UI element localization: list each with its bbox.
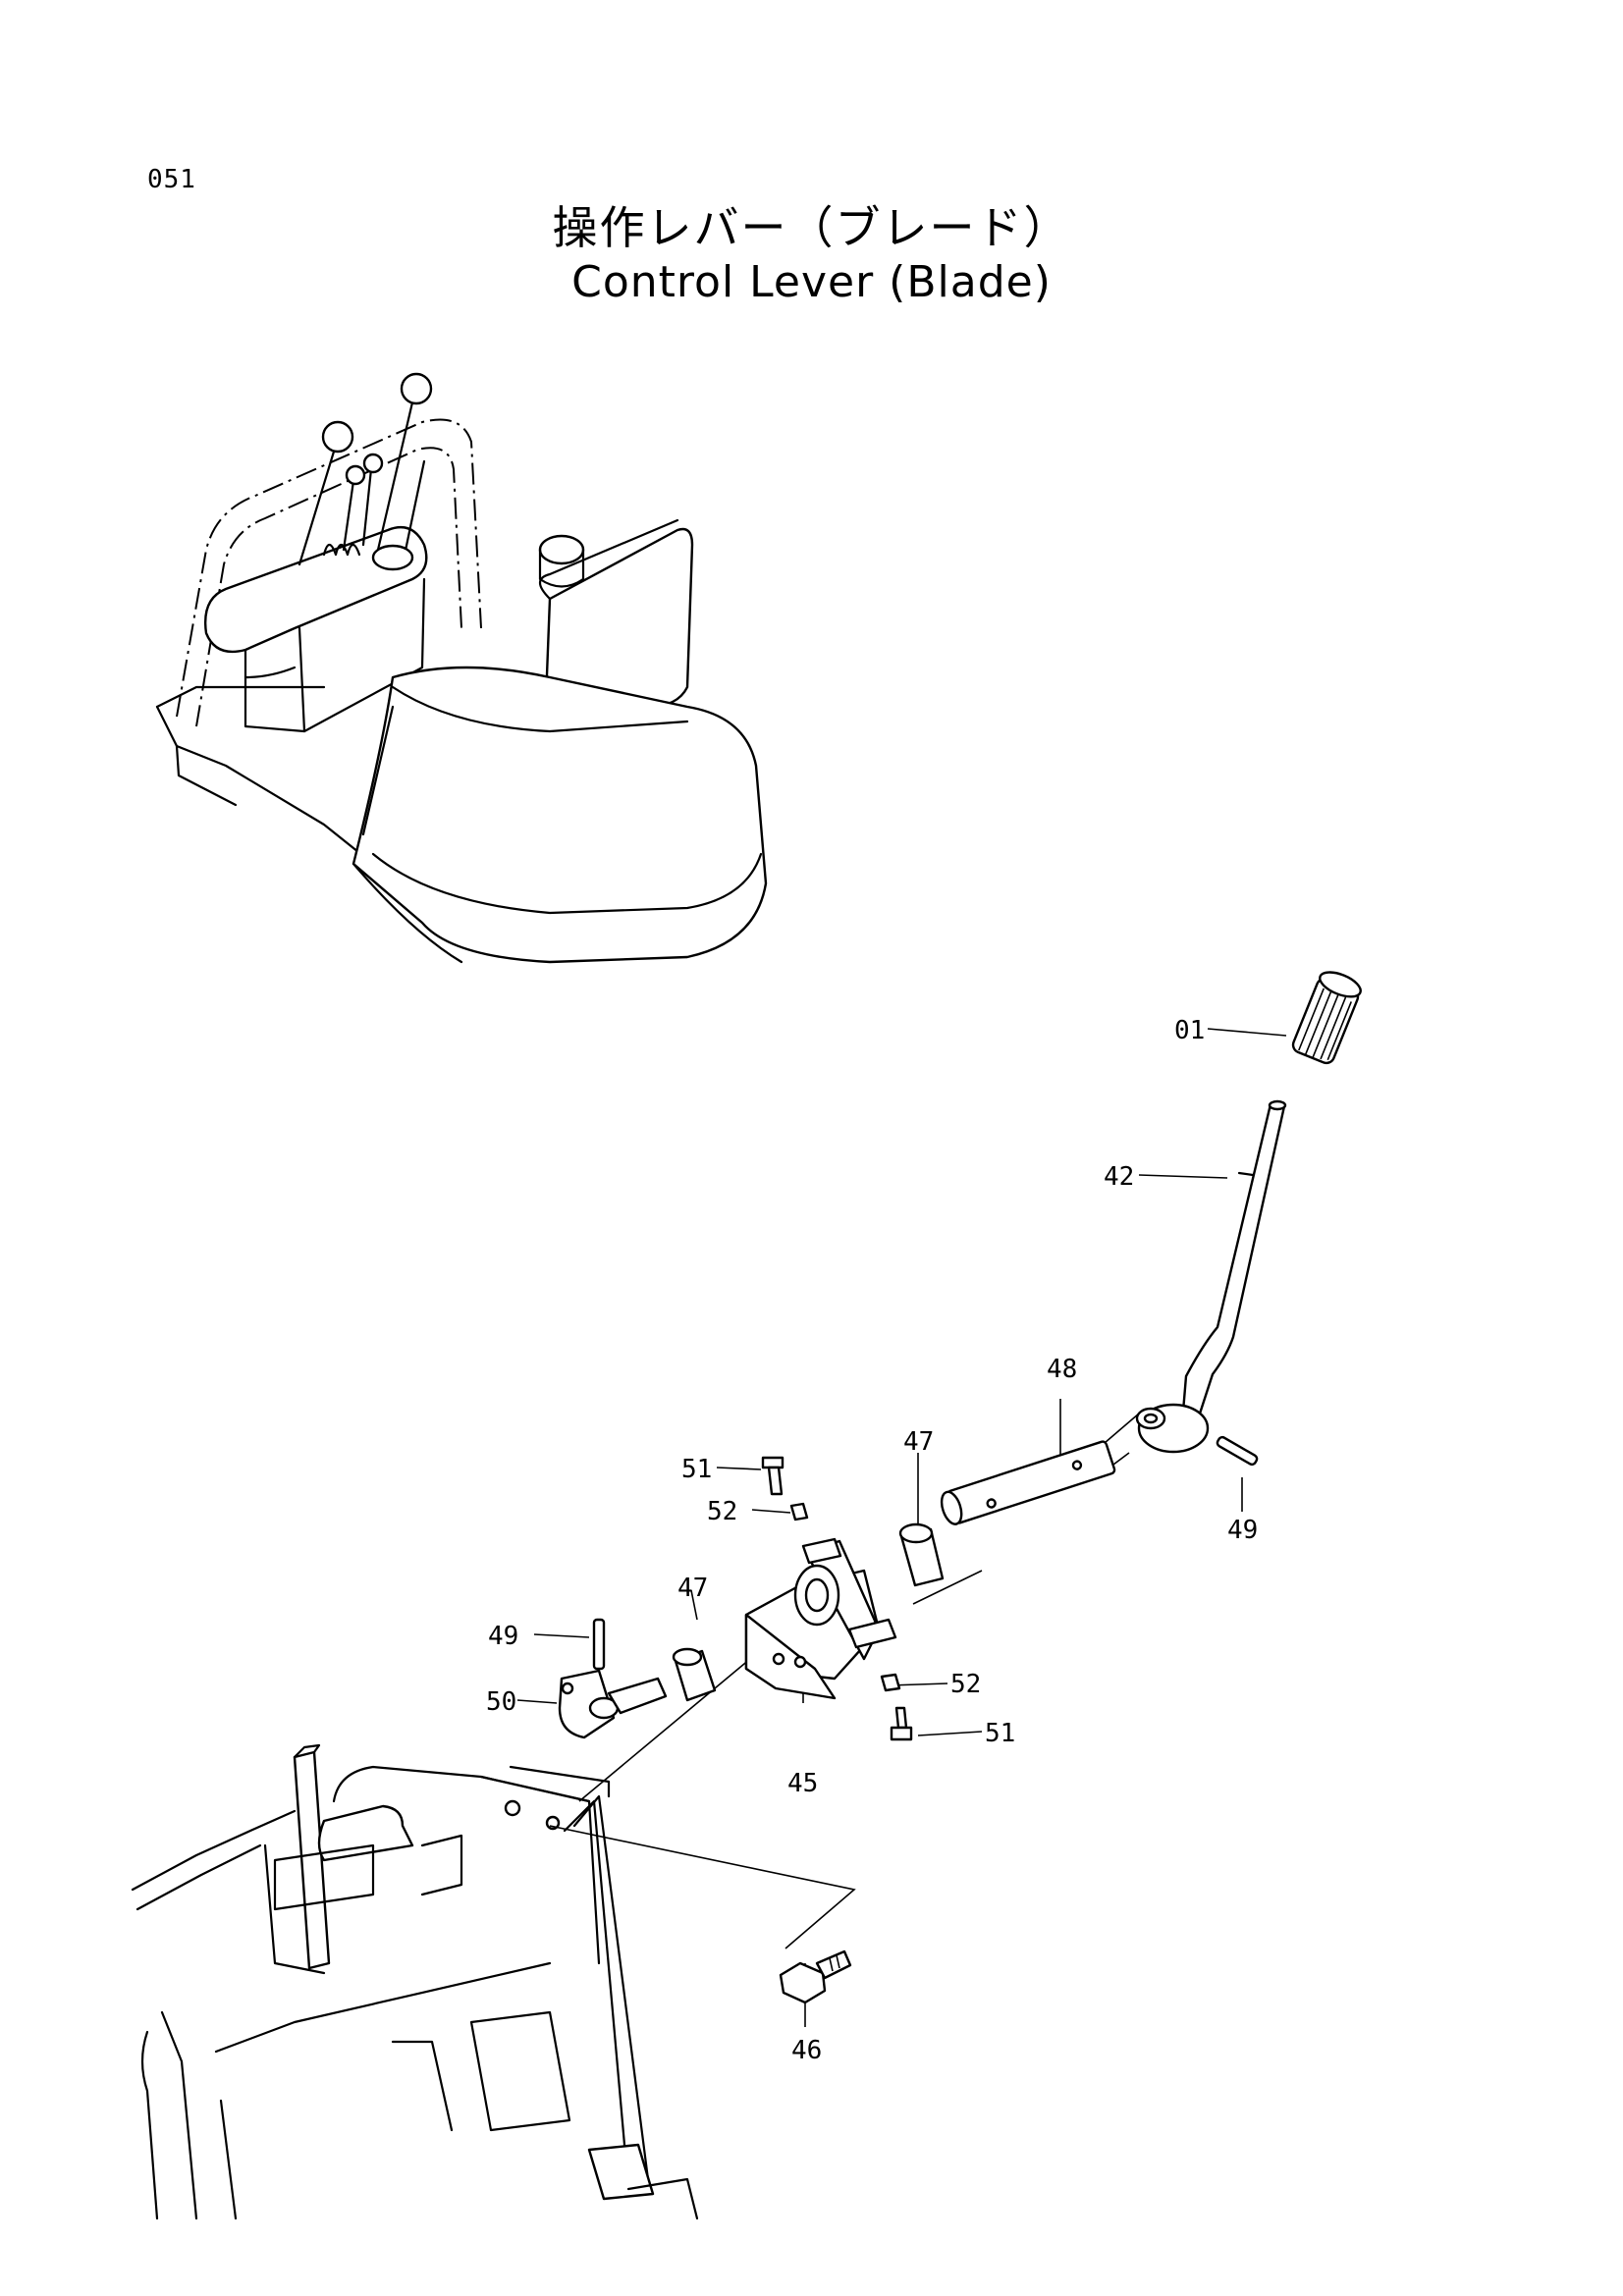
part-52-nut-top	[789, 1502, 809, 1522]
title-english: Control Lever (Blade)	[571, 257, 1052, 307]
title-japanese: 操作レバー（ブレード）	[552, 201, 1071, 254]
callout-47-right: 47	[903, 1427, 934, 1457]
callout-42: 42	[1104, 1162, 1134, 1192]
page-code: 051	[147, 165, 196, 194]
part-46-flange-bolt	[779, 1949, 852, 2004]
callout-51-top: 51	[681, 1455, 712, 1484]
callout-46: 46	[791, 2036, 822, 2065]
part-50-arm	[558, 1669, 668, 1739]
part-45-bracket	[744, 1537, 897, 1700]
callout-labels: 01 42 48 49 47 51 52 47 49 50 52 51 45 4…	[486, 1016, 1258, 2065]
callout-48: 48	[1047, 1355, 1077, 1384]
part-49-pin-right	[1216, 1435, 1259, 1467]
part-47-bushing-right	[898, 1522, 945, 1587]
leader-lines	[516, 1028, 1287, 2027]
operator-station-overview	[155, 372, 768, 964]
callout-47-left: 47	[677, 1574, 708, 1603]
part-51-bolt-bottom	[890, 1706, 913, 1741]
part-49-pin-left	[592, 1618, 606, 1671]
part-52-nut-bottom	[880, 1673, 901, 1692]
part-42-lever	[1135, 1099, 1287, 1454]
callout-50: 50	[486, 1687, 516, 1717]
callout-49-right: 49	[1227, 1516, 1258, 1545]
callout-52-bottom: 52	[950, 1670, 981, 1699]
part-01-knob	[1291, 971, 1362, 1065]
part-48-shaft	[940, 1440, 1116, 1525]
callout-49-left: 49	[488, 1622, 518, 1651]
callout-51-bottom: 51	[985, 1719, 1015, 1748]
part-47-bushing-left	[672, 1647, 717, 1702]
callout-52-top: 52	[707, 1497, 737, 1526]
callout-45: 45	[787, 1769, 818, 1798]
floor-frame	[131, 1743, 699, 2220]
callout-01: 01	[1174, 1016, 1205, 1045]
part-51-bolt-top	[761, 1456, 784, 1496]
